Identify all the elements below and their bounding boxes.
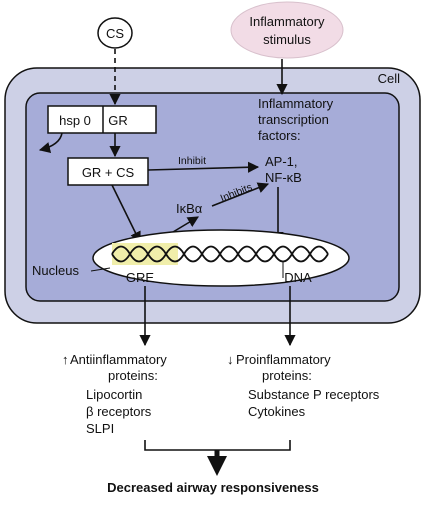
pro-item2: Cytokines (248, 404, 306, 419)
anti-item3: SLPI (86, 421, 114, 436)
cs-circle (97, 17, 133, 49)
result-label: Decreased airway responsiveness (107, 480, 319, 495)
converge-bracket (144, 440, 291, 451)
dna-label: DNA (284, 270, 312, 285)
tf-line2: transcription (258, 112, 329, 127)
hsp-gr-box (47, 105, 157, 134)
inhibits-arrow (211, 182, 270, 207)
anti-line2: proteins: (108, 368, 158, 383)
tf-line1: Inflammatory (258, 96, 334, 111)
anti-item1: Lipocortin (86, 387, 142, 402)
hsp-label: hsp 0 (59, 113, 91, 128)
cell-label: Cell (378, 71, 401, 86)
gr-label: GR (108, 113, 128, 128)
nucleus-pointer (90, 267, 111, 272)
ikba-label: IκBα (176, 201, 203, 216)
gre-label: GRE (126, 270, 155, 285)
pro-item1: Substance P receptors (248, 387, 380, 402)
gr-cs-label: GR + CS (82, 165, 135, 180)
stimulus-line2: stimulus (263, 32, 311, 47)
anti-line1: Antiinflammatory (70, 352, 167, 367)
gr-cs-box (67, 157, 149, 186)
inhibit-label: Inhibit (178, 155, 206, 167)
inhibit-arrow (147, 161, 260, 173)
inflammatory-stimulus (230, 1, 344, 59)
pro-line2: proteins: (262, 368, 312, 383)
ap1-label: AP-1, (265, 154, 298, 169)
pro-line1: Proinflammatory (236, 352, 331, 367)
cs-label: CS (106, 26, 124, 41)
tf-line3: factors: (258, 128, 301, 143)
nfkb-label: NF-κB (265, 170, 302, 185)
hsp-release-arrow (38, 132, 63, 153)
anti-up-arrow: ↑ (62, 352, 69, 367)
stimulus-line1: Inflammatory (249, 14, 325, 29)
grcs-to-gre-arrow (111, 184, 141, 244)
dna-helix (111, 245, 329, 263)
pro-down-arrow: ↓ (227, 352, 234, 367)
nucleus-label: Nucleus (32, 263, 79, 278)
anti-item2: β receptors (86, 404, 152, 419)
